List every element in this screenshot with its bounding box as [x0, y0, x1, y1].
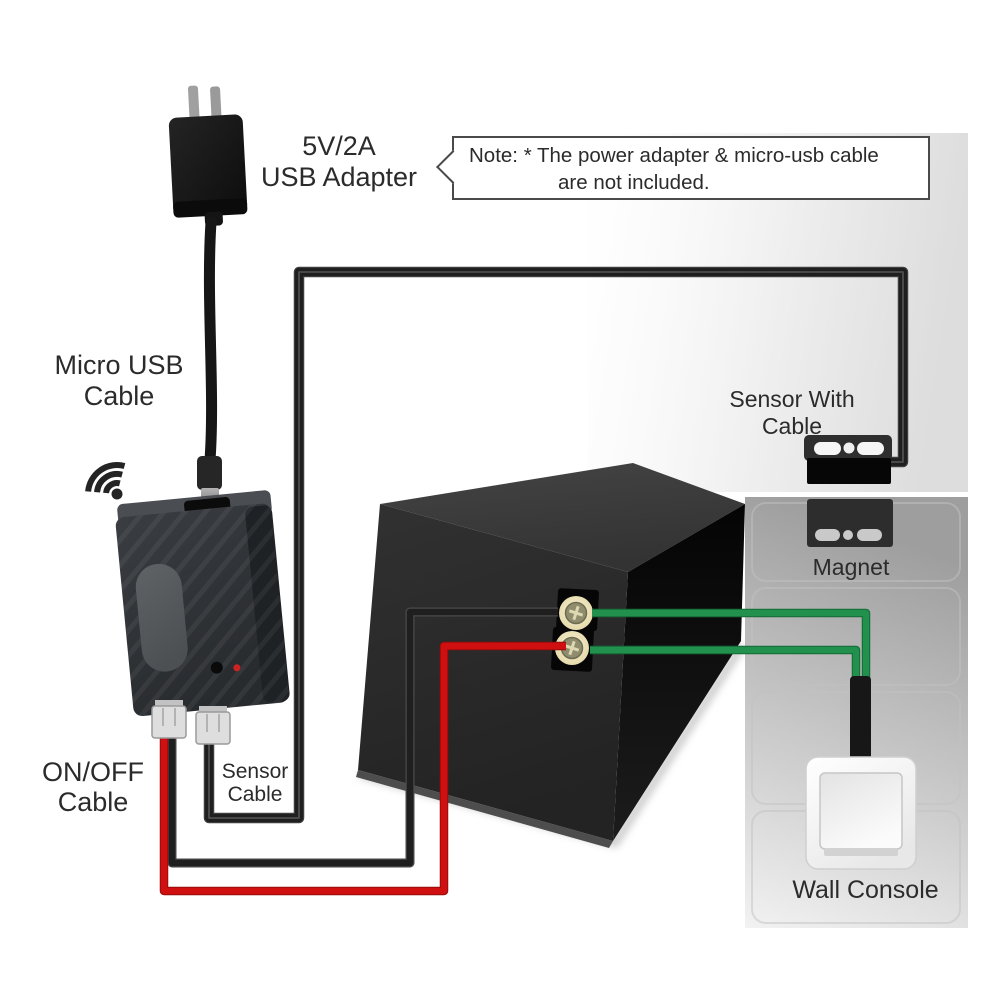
note-line-1: Note: * The power adapter & micro-usb ca… — [469, 144, 879, 167]
magnet-block — [807, 499, 893, 547]
terminal-screw-bottom — [555, 631, 589, 665]
door-sensor — [804, 435, 892, 484]
wall-console-label: Wall Console — [792, 876, 939, 904]
on-off-wire-black — [167, 607, 558, 868]
wall-console — [805, 756, 917, 870]
green-wire-top — [592, 608, 871, 682]
micro-usb-cable-label: Micro USB Cable — [54, 350, 184, 411]
note-line-2: are not included. — [558, 171, 710, 194]
device-button — [210, 661, 223, 674]
green-wire-bottom — [590, 645, 861, 682]
garage-opener-box — [356, 463, 745, 848]
on-off-cable-label: ON/OFF Cable — [42, 757, 144, 817]
sensor-long-cable — [203, 266, 909, 824]
smart-switch-device — [114, 490, 290, 717]
usb-adapter — [168, 85, 248, 227]
connector-sensor — [195, 706, 231, 745]
device-led — [233, 664, 241, 672]
note-bubble: Note: * The power adapter & micro-usb ca… — [436, 136, 930, 200]
magnet-label: Magnet — [812, 554, 890, 580]
device-oval-recess — [135, 563, 188, 672]
console-cable-sleeve — [850, 676, 871, 764]
terminal-screw-top — [559, 596, 593, 630]
connector-onoff — [151, 700, 187, 739]
wifi-icon — [85, 462, 126, 500]
sensor-cable-label: Sensor Cable — [221, 760, 289, 806]
usb-adapter-label: 5V/2A USB Adapter — [260, 131, 418, 192]
adapter-prongs — [187, 85, 222, 122]
sensor-with-cable-label: Sensor With Cable — [729, 386, 855, 439]
wall-console-rocker — [819, 772, 903, 850]
on-off-wire-red — [159, 641, 566, 896]
micro-usb-cable-line — [203, 216, 218, 466]
